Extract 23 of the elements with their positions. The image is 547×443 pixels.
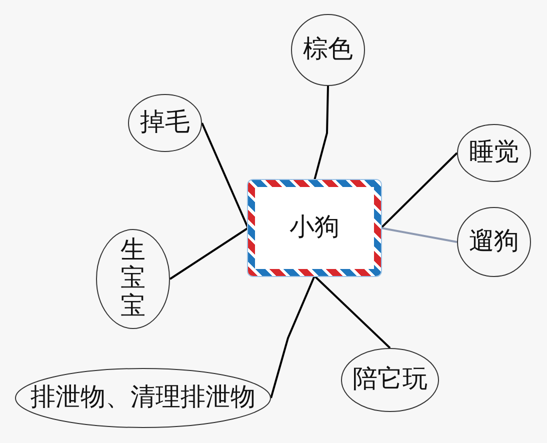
ellipse-node [341, 348, 439, 412]
node-label: 掉毛 [140, 109, 190, 137]
connector-line [201, 122, 249, 228]
connector-line [314, 275, 391, 349]
striped-frame-box [248, 180, 381, 276]
ellipse-node [15, 368, 271, 428]
node-label: 睡觉 [469, 139, 519, 167]
connector-line [314, 86, 329, 180]
node-label: 生宝宝 [120, 237, 146, 321]
connector-line [380, 152, 458, 229]
ellipse-node [457, 124, 531, 182]
connector-line [380, 227, 458, 243]
ellipse-node [128, 94, 202, 152]
node-label: 遛狗 [469, 228, 519, 256]
ellipse-node [457, 207, 531, 277]
node-label: 小狗 [290, 214, 340, 242]
connector-line [270, 276, 316, 398]
node-label: 陪它玩 [352, 366, 428, 394]
node-label: 排泄物、清理排泄物 [30, 384, 256, 412]
ellipse-node [291, 14, 365, 86]
connector-line [169, 227, 249, 280]
node-label: 棕色 [303, 36, 353, 64]
ellipse-node [96, 229, 170, 329]
